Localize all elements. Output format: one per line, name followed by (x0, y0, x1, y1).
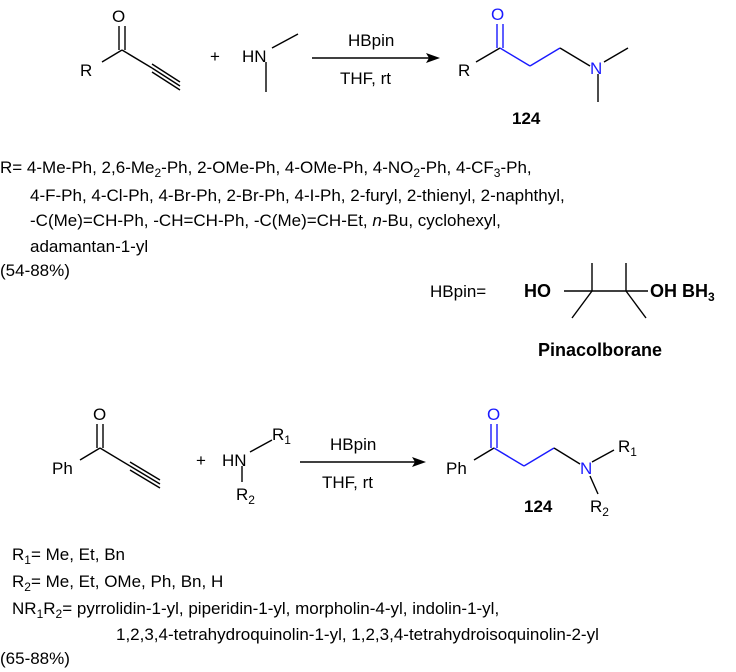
scheme2-scope-r1: R1= Me, Et, Bn (12, 545, 125, 567)
scheme1-ketone-r: R (80, 61, 92, 80)
scheme1-product-o: O (491, 5, 504, 24)
scheme2-scope-nr1r2: NR1R2= pyrrolidin-1-yl, piperidin-1-yl, … (12, 599, 500, 621)
scheme2-product-r1: R1 (618, 437, 637, 459)
hbpin-oh-bh3: OH BH3 (650, 281, 715, 304)
scheme2-conditions: THF, rt (322, 473, 373, 492)
scheme2-amine (241, 439, 273, 482)
scheme2-product (473, 424, 615, 495)
scheme1-reagent: HBpin (348, 31, 394, 50)
scheme2-product-ph: Ph (446, 459, 467, 478)
scheme1-ketone-o: O (112, 7, 125, 26)
scheme2-plus: + (196, 451, 206, 470)
scheme2-scope-r2: R2= Me, Et, OMe, Ph, Bn, H (12, 572, 224, 594)
scheme2-product-o: O (487, 405, 500, 424)
scheme2-amine-r2: R2 (236, 485, 255, 507)
scheme2-amine-hn: HN (222, 451, 247, 470)
scheme1-product-n: N (590, 59, 602, 78)
hbpin-label: HBpin= (430, 282, 487, 301)
scheme1-ynone (101, 26, 181, 91)
scheme1-r-scope-line1: R= 4-Me-Ph, 2,6-Me2-Ph, 2-OMe-Ph, 4-OMe-… (0, 158, 532, 180)
scheme2-yield: (65-88%) (0, 649, 70, 668)
scheme1-yield: (54-88%) (0, 261, 70, 280)
scheme1-amine-hn: HN (242, 47, 267, 66)
scheme1-conditions: THF, rt (340, 69, 391, 88)
scheme1-product-label: 124 (512, 109, 541, 128)
scheme2-amine-r1: R1 (272, 425, 291, 447)
scheme1-r-scope-line4: adamantan-1-yl (30, 237, 149, 256)
scheme2-ketone-o: O (93, 405, 106, 424)
scheme2-ph: Ph (52, 459, 73, 478)
hbpin-structure (564, 263, 648, 319)
scheme2-product-label: 124 (524, 497, 553, 516)
scheme1-dimethylamine (265, 33, 299, 92)
scheme2-reagent: HBpin (330, 435, 376, 454)
scheme2-scope-nr1r2-line2: 1,2,3,4-tetrahydroquinolin-1-yl, 1,2,3,4… (116, 625, 599, 644)
scheme1-arrow (312, 53, 440, 63)
scheme2-ynone (79, 424, 161, 489)
scheme2-arrow (300, 457, 426, 467)
scheme1-product-r: R (458, 61, 470, 80)
hbpin-name: Pinacolborane (538, 340, 663, 360)
scheme1-product (475, 24, 629, 102)
hbpin-ho: HO (524, 281, 551, 301)
scheme2-product-n: N (580, 459, 592, 478)
scheme1-r-scope-line2: 4-F-Ph, 4-Cl-Ph, 4-Br-Ph, 2-Br-Ph, 4-I-P… (30, 186, 565, 205)
scheme1-plus: + (210, 47, 220, 66)
scheme1-r-scope-line3: -C(Me)=CH-Ph, -CH=CH-Ph, -C(Me)=CH-Et, n… (30, 211, 501, 230)
scheme2-product-r2: R2 (590, 497, 609, 519)
